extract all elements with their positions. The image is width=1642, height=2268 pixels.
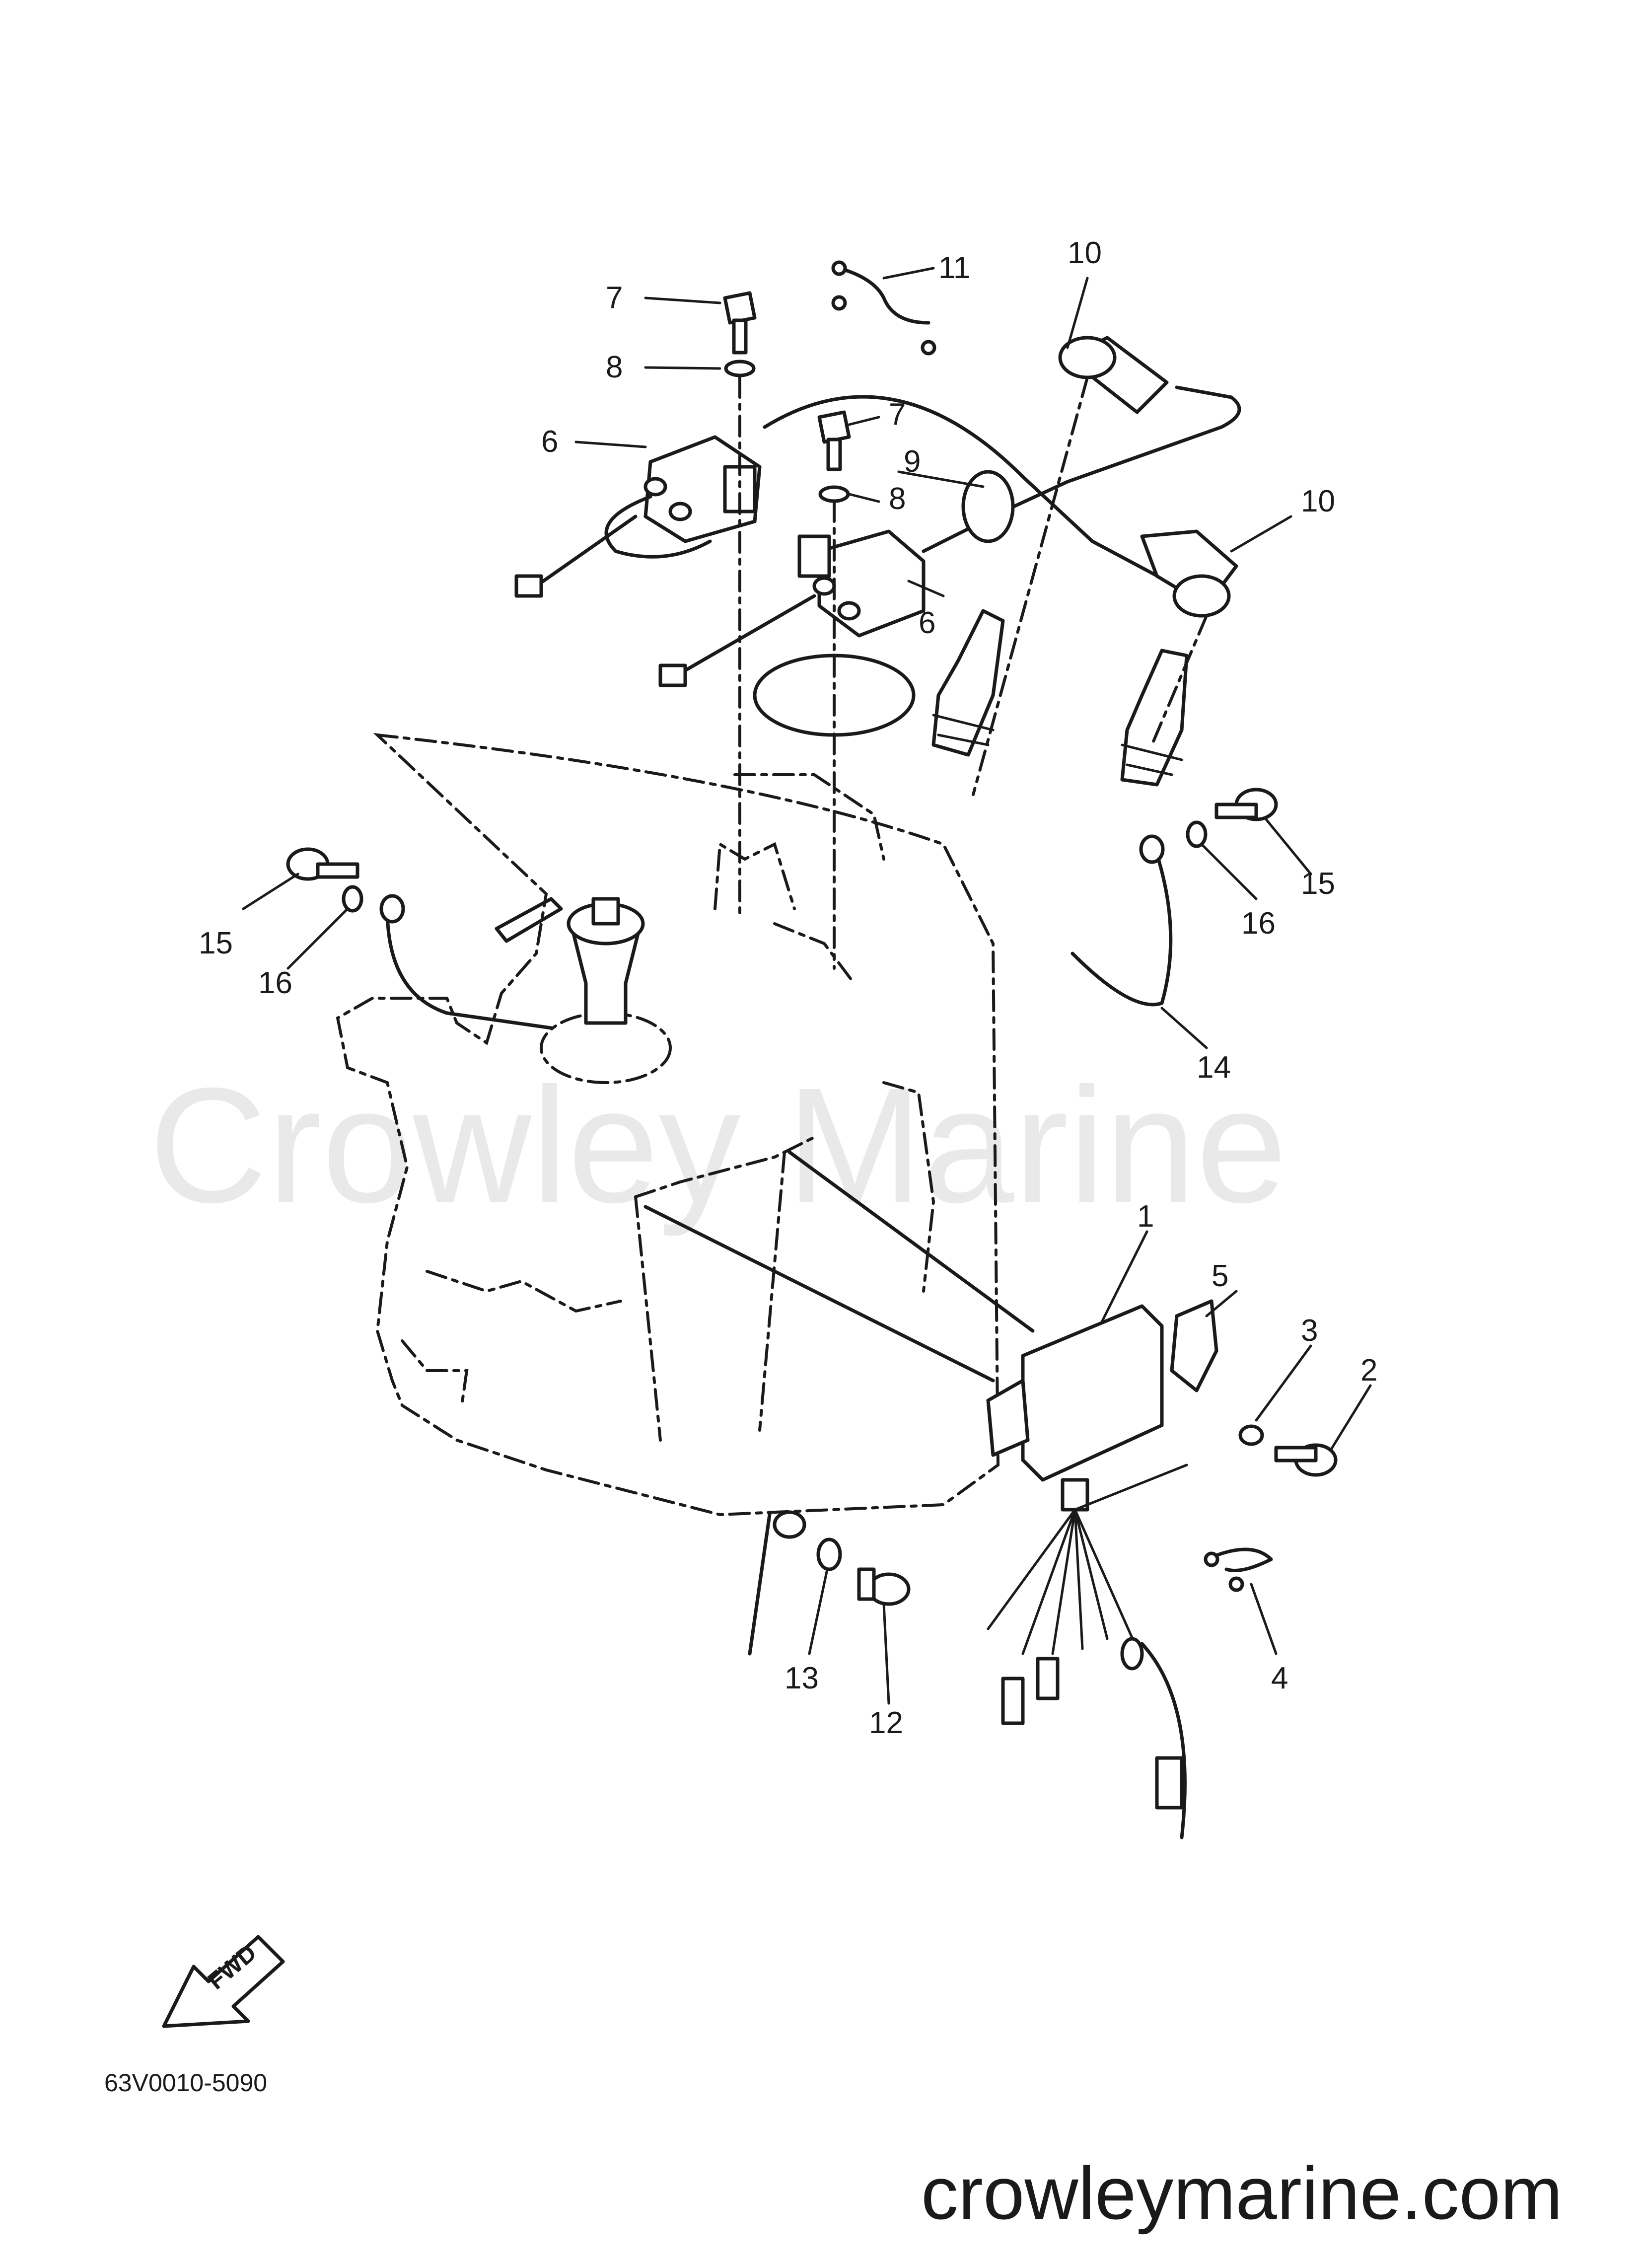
callout-4: 4 <box>1271 1661 1288 1695</box>
callout-11: 11 <box>938 251 970 285</box>
washer-16-left <box>342 885 363 913</box>
terminal-front <box>658 663 687 687</box>
callout-1: 1 <box>1137 1199 1154 1234</box>
callout-2: 2 <box>1360 1353 1377 1388</box>
callout-numbers: 7 8 6 7 8 9 10 10 6 11 15 16 15 16 14 1 … <box>199 236 1377 1740</box>
ground-lead-14 <box>1071 852 1173 1007</box>
cdi-unit <box>986 1304 1188 1839</box>
bolt-15-left <box>286 847 359 881</box>
engine-block <box>336 733 1000 1517</box>
bolt-15-right <box>1214 788 1278 821</box>
ignition-coil-rear <box>604 435 762 559</box>
dowel-pipe <box>495 897 563 943</box>
coil-wire-rear <box>534 514 638 588</box>
callout-12: 12 <box>869 1706 903 1740</box>
callout-8-upper: 8 <box>606 350 623 384</box>
callout-10-lower: 10 <box>1301 484 1335 518</box>
washer-8-lower <box>818 485 850 503</box>
ignition-coil-front <box>753 529 926 737</box>
plug-cap-lower <box>1140 529 1238 618</box>
crankshaft-end <box>567 897 645 1025</box>
callout-14: 14 <box>1197 1050 1231 1085</box>
part-code: 63V0010-5090 <box>104 2069 268 2097</box>
callout-8-lower: 8 <box>889 482 906 516</box>
callout-9: 9 <box>904 444 921 479</box>
watermark-text: Crowley Marine <box>149 1053 1287 1238</box>
callout-6-lower: 6 <box>919 606 935 640</box>
cdi-mount-line-2 <box>787 1150 1035 1333</box>
callout-13: 13 <box>785 1661 819 1695</box>
callout-7-upper: 7 <box>606 281 623 315</box>
terminal-rear <box>514 574 543 598</box>
bolt-2 <box>1274 1443 1338 1477</box>
callout-16-right: 16 <box>1241 906 1276 941</box>
spark-plug-right <box>1120 649 1189 787</box>
callout-leaders <box>242 267 1372 1705</box>
bracket-5 <box>1170 1299 1218 1392</box>
wire-clamp-11 <box>837 266 930 325</box>
ground-lead-bottom <box>748 1513 772 1656</box>
site-url: crowleymarine.com <box>921 2151 1563 2235</box>
callout-15-left: 15 <box>199 926 233 960</box>
alignment-line-4 <box>1150 614 1208 746</box>
callout-3: 3 <box>1301 1314 1318 1348</box>
collar-3 <box>1238 1424 1264 1446</box>
callout-6-upper: 6 <box>541 425 558 459</box>
callout-5: 5 <box>1212 1259 1228 1293</box>
plug-cap-upper <box>1058 336 1169 414</box>
spark-plug-left <box>931 609 1005 757</box>
clamp-4 <box>1205 1547 1273 1572</box>
bolt-7-lower <box>817 410 851 471</box>
coil-wire-front <box>683 594 816 672</box>
fwd-arrow-icon: FWD <box>162 1935 285 2028</box>
callout-16-left: 16 <box>258 966 292 1000</box>
callout-15-right: 15 <box>1301 867 1335 901</box>
high-tension-cord <box>763 385 1241 583</box>
callout-7-lower: 7 <box>889 397 906 432</box>
washer-16-right <box>1186 820 1208 848</box>
washer-8-upper <box>724 360 756 377</box>
callout-10-upper: 10 <box>1068 236 1102 270</box>
ground-lead-left <box>385 907 553 1030</box>
washer-13 <box>816 1537 842 1571</box>
bolt-7-upper <box>723 291 757 355</box>
alignment-line-3 <box>972 376 1089 796</box>
bolt-12 <box>857 1567 911 1606</box>
cdi-mount-line-1 <box>643 1205 995 1383</box>
